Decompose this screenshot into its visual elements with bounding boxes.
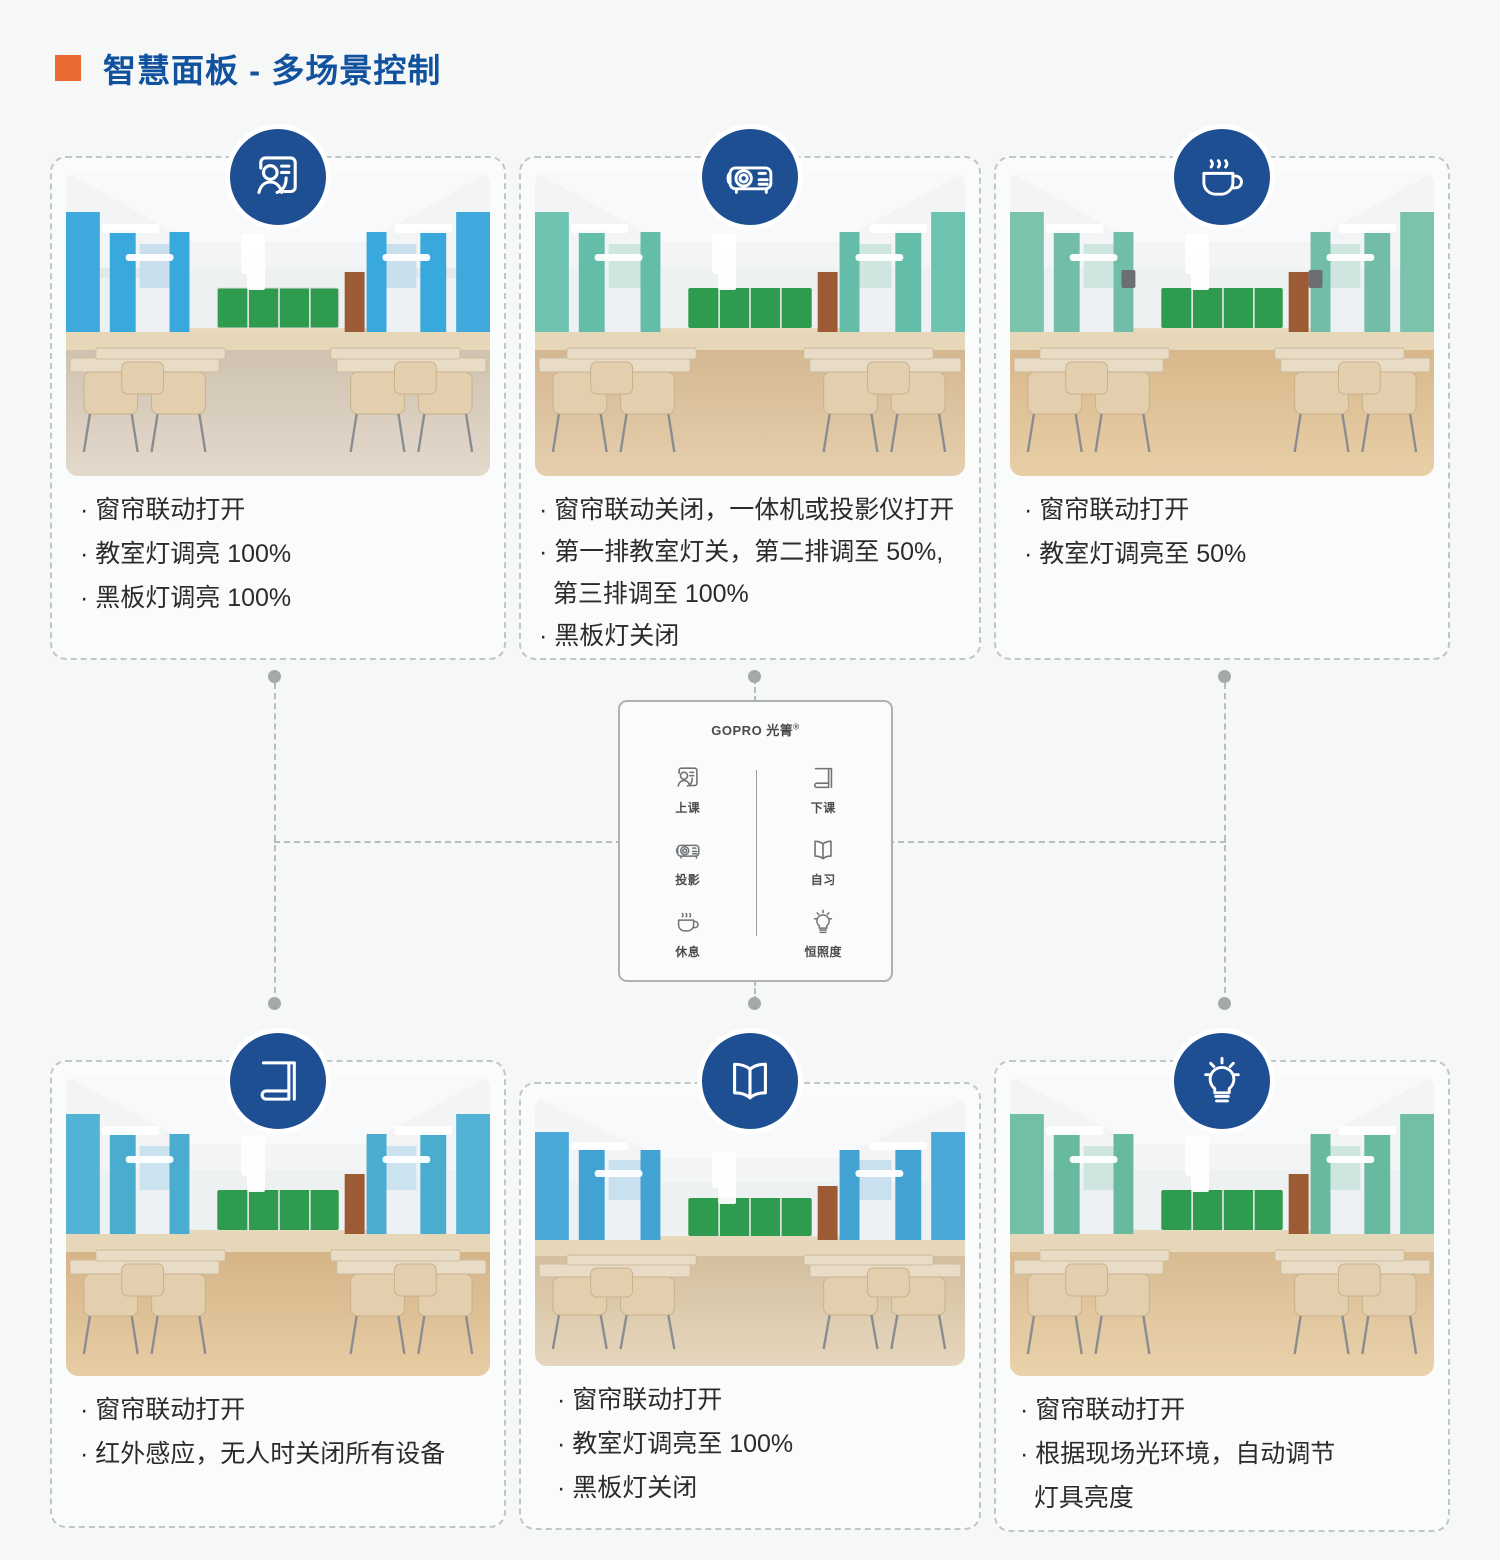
connector-right-vertical bbox=[1224, 683, 1226, 1003]
scene-line: · 教室灯调亮至 50% bbox=[1024, 540, 1247, 568]
classroom-photo bbox=[535, 172, 965, 476]
page-title: 智慧面板 - 多场景控制 bbox=[103, 52, 442, 89]
connector-panel-bottom-stub bbox=[754, 980, 756, 1002]
scene-badge-class-start bbox=[225, 124, 331, 230]
scene-line: 灯具亮度 bbox=[1020, 1484, 1134, 1512]
person-board-icon bbox=[249, 148, 307, 206]
lightbulb-icon bbox=[1193, 1052, 1251, 1110]
scene-badge-self-study bbox=[697, 1028, 803, 1134]
registered-mark: ® bbox=[793, 722, 800, 732]
lightbulb-icon bbox=[806, 907, 840, 937]
panel-brand-text: GOPRO 光箐 bbox=[711, 723, 794, 738]
panel-button-self-study[interactable]: 自习 bbox=[756, 826, 892, 898]
connector-dot-bottom-right bbox=[1218, 997, 1231, 1010]
scene-line: · 红外感应，无人时关闭所有设备 bbox=[80, 1440, 446, 1468]
scene-card-self-study[interactable]: · 窗帘联动打开 · 教室灯调亮至 100% · 黑板灯关闭 bbox=[519, 1028, 981, 1530]
closed-book-icon bbox=[806, 763, 840, 793]
projector-icon bbox=[721, 148, 779, 206]
scene-line: · 教室灯调亮至 100% bbox=[557, 1430, 794, 1458]
classroom-illustration bbox=[535, 1098, 965, 1366]
scene-badge-rest bbox=[1169, 124, 1275, 230]
connector-dot-panel-top bbox=[748, 670, 761, 683]
panel-button-label: 投影 bbox=[675, 872, 701, 887]
closed-book-icon bbox=[249, 1052, 307, 1110]
classroom-illustration bbox=[1010, 1076, 1434, 1376]
scene-line: 第三排调至 100% bbox=[539, 580, 749, 608]
coffee-cup-icon bbox=[1193, 148, 1251, 206]
scene-card-rest[interactable]: · 窗帘联动打开 · 教室灯调亮至 50% bbox=[994, 124, 1450, 660]
scene-card-constant-illuminance[interactable]: · 窗帘联动打开 · 根据现场光环境，自动调节 灯具亮度 bbox=[994, 1028, 1450, 1532]
panel-button-class-end[interactable]: 下课 bbox=[756, 754, 892, 826]
connector-dot-top-right bbox=[1218, 670, 1231, 683]
scene-line: · 第一排教室灯关，第二排调至 50%, bbox=[539, 538, 944, 566]
scene-line: · 窗帘联动打开 bbox=[1020, 1396, 1186, 1424]
connector-panel-top-stub bbox=[754, 678, 756, 702]
panel-center-divider bbox=[755, 770, 757, 936]
scene-description-projection: · 窗帘联动关闭，一体机或投影仪打开 · 第一排教室灯关，第二排调至 50%, … bbox=[535, 476, 965, 657]
panel-button-label: 下课 bbox=[810, 801, 836, 816]
open-book-icon bbox=[721, 1052, 779, 1110]
scene-line: · 黑板灯关闭 bbox=[557, 1474, 698, 1502]
scene-description-class-start: · 窗帘联动打开 · 教室灯调亮 100% · 黑板灯调亮 100% bbox=[66, 476, 490, 619]
panel-button-label: 休息 bbox=[675, 944, 701, 959]
panel-button-class-start[interactable]: 上课 bbox=[620, 754, 756, 826]
connector-dot-panel-bottom bbox=[748, 997, 761, 1010]
scene-description-rest: · 窗帘联动打开 · 教室灯调亮至 50% bbox=[1010, 476, 1434, 575]
scene-badge-class-end bbox=[225, 1028, 331, 1134]
scene-line: · 窗帘联动打开 bbox=[80, 496, 246, 524]
open-book-icon bbox=[806, 835, 840, 865]
coffee-cup-icon bbox=[671, 907, 705, 937]
panel-button-label: 恒照度 bbox=[804, 944, 842, 959]
panel-button-projection[interactable]: 投影 bbox=[620, 826, 756, 898]
panel-button-grid: 上课 下课 投影 自习 休息 恒照度 bbox=[620, 754, 891, 969]
scene-card-class-start[interactable]: · 窗帘联动打开 · 教室灯调亮 100% · 黑板灯调亮 100% bbox=[50, 124, 506, 660]
panel-button-label: 自习 bbox=[810, 872, 836, 887]
panel-button-constant-illuminance[interactable]: 恒照度 bbox=[756, 897, 892, 969]
scene-line: · 黑板灯调亮 100% bbox=[80, 584, 292, 612]
header-marker-square bbox=[55, 55, 81, 81]
scene-line: · 根据现场光环境，自动调节 bbox=[1020, 1440, 1336, 1468]
classroom-photo bbox=[535, 1098, 965, 1366]
scene-badge-constant-illuminance bbox=[1169, 1028, 1275, 1134]
classroom-illustration bbox=[535, 172, 965, 476]
panel-button-label: 上课 bbox=[675, 801, 701, 816]
scene-description-class-end: · 窗帘联动打开 · 红外感应，无人时关闭所有设备 bbox=[66, 1376, 490, 1475]
scene-line: · 窗帘联动打开 bbox=[557, 1386, 723, 1414]
scene-line: · 黑板灯关闭 bbox=[539, 622, 680, 650]
connector-dot-bottom-left bbox=[268, 997, 281, 1010]
connector-left-horizontal bbox=[274, 841, 622, 843]
scene-line: · 窗帘联动打开 bbox=[1024, 496, 1190, 524]
panel-button-rest[interactable]: 休息 bbox=[620, 897, 756, 969]
connector-right-horizontal bbox=[888, 841, 1226, 843]
scene-line: · 窗帘联动打开 bbox=[80, 1396, 246, 1424]
scene-line: · 窗帘联动关闭，一体机或投影仪打开 bbox=[539, 496, 955, 524]
connector-left-vertical bbox=[274, 683, 276, 1003]
connector-dot-top-left bbox=[268, 670, 281, 683]
classroom-photo bbox=[1010, 1076, 1434, 1376]
scene-description-self-study: · 窗帘联动打开 · 教室灯调亮至 100% · 黑板灯关闭 bbox=[535, 1366, 965, 1509]
page-header: 智慧面板 - 多场景控制 bbox=[55, 44, 441, 92]
person-board-icon bbox=[671, 763, 705, 793]
scene-badge-projection bbox=[697, 124, 803, 230]
scene-line: · 教室灯调亮 100% bbox=[80, 540, 292, 568]
scene-description-constant-illuminance: · 窗帘联动打开 · 根据现场光环境，自动调节 灯具亮度 bbox=[1010, 1376, 1434, 1519]
projector-icon bbox=[671, 835, 705, 865]
smart-panel-device[interactable]: GOPRO 光箐® 上课 下课 投影 自习 休息 bbox=[618, 700, 893, 982]
panel-brand-logo: GOPRO 光箐® bbox=[620, 720, 891, 739]
scene-card-projection[interactable]: · 窗帘联动关闭，一体机或投影仪打开 · 第一排教室灯关，第二排调至 50%, … bbox=[519, 124, 981, 660]
scene-card-class-end[interactable]: · 窗帘联动打开 · 红外感应，无人时关闭所有设备 bbox=[50, 1028, 506, 1528]
